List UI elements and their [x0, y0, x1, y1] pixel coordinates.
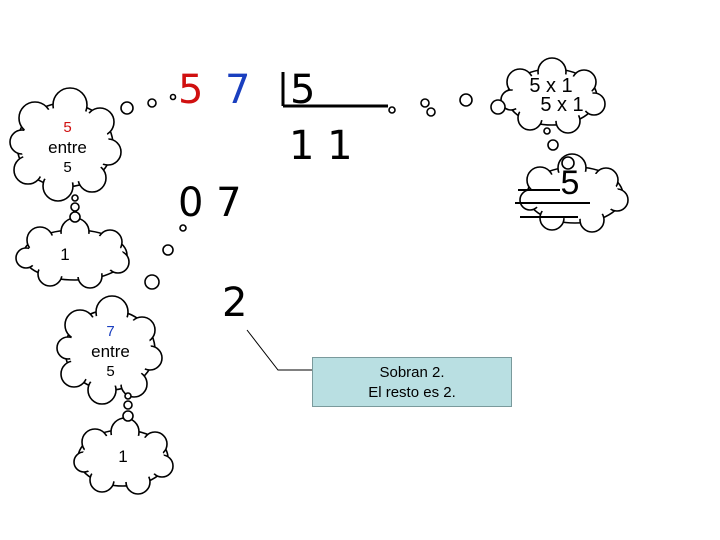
callout-line — [246, 329, 312, 371]
remainder-note: Sobran 2. El resto es 2. — [312, 357, 512, 407]
cloud-a-den: 5 — [63, 159, 72, 176]
cloud-c-text: 7 entre 5 — [73, 322, 148, 382]
thought-cloud-a — [9, 87, 122, 202]
quotient: 1 1 — [289, 123, 353, 169]
note-line-1: Sobran 2. — [379, 364, 445, 381]
thought-cloud-d — [73, 417, 174, 495]
cloud-b-value: 1 — [60, 245, 70, 264]
cloud-c-num: 7 — [106, 323, 115, 340]
division-bracket — [281, 72, 388, 108]
cloud-a-num: 5 — [63, 119, 72, 136]
cloud-d-value: 1 — [118, 447, 128, 466]
thought-cloud-e — [500, 57, 606, 134]
cloud-e-text: 5 x 1 5 x 1 — [510, 76, 600, 116]
cloud-c-word: entre — [91, 342, 130, 361]
cloud-e-line1: 5 x 1 — [529, 75, 573, 97]
remainder: 2 — [222, 280, 248, 326]
cloud-c-den: 5 — [106, 363, 115, 380]
partial-dividend: 0 7 — [178, 180, 242, 226]
dividend-digit-2: 7 — [225, 67, 251, 113]
thought-bubbles — [69, 93, 575, 422]
cloud-a-word: entre — [48, 138, 87, 157]
note-line-2: El resto es 2. — [368, 384, 456, 401]
dividend-digit-1: 5 — [178, 67, 204, 113]
strike-marks — [515, 189, 590, 218]
thought-cloud-b — [15, 217, 130, 289]
thought-cloud-c — [56, 295, 163, 405]
cloud-a-text: 5 entre 5 — [30, 118, 105, 178]
divisor: 5 — [290, 67, 316, 113]
cloud-f-value: 5 — [560, 164, 580, 202]
cloud-e-line2: 5 x 1 — [540, 94, 584, 116]
